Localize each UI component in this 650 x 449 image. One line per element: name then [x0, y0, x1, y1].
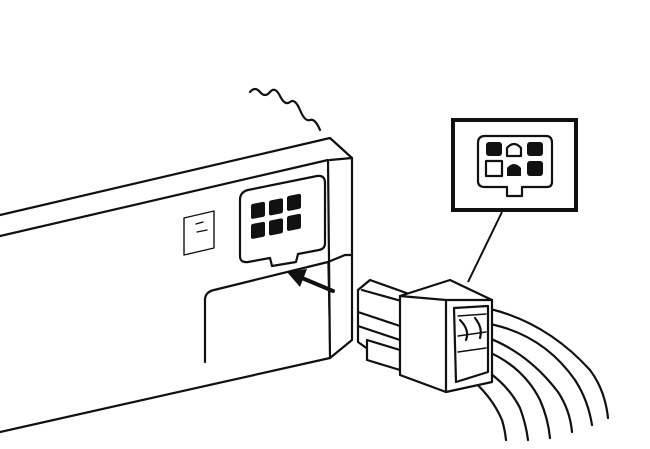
- socket-pin: [251, 201, 265, 219]
- socket-pin: [269, 198, 283, 216]
- inset-pin: [484, 159, 504, 178]
- break-line: [248, 87, 322, 132]
- socket-pin: [251, 221, 265, 239]
- connector-inset: [451, 118, 578, 283]
- power-socket: [238, 174, 327, 268]
- inset-pin: [507, 164, 521, 176]
- lower-panel: [203, 253, 354, 302]
- inset-pin: [527, 161, 543, 176]
- label-square: [183, 210, 215, 256]
- socket-pin: [269, 218, 283, 236]
- socket-pin: [287, 213, 301, 231]
- inset-pin: [486, 142, 502, 156]
- insert-arrow-icon: [287, 269, 335, 293]
- inset-pin: [505, 142, 523, 158]
- socket-pin: [287, 193, 301, 211]
- connector-plug-icon: [356, 278, 610, 442]
- inset-pin: [527, 142, 543, 156]
- device-body: [0, 136, 354, 434]
